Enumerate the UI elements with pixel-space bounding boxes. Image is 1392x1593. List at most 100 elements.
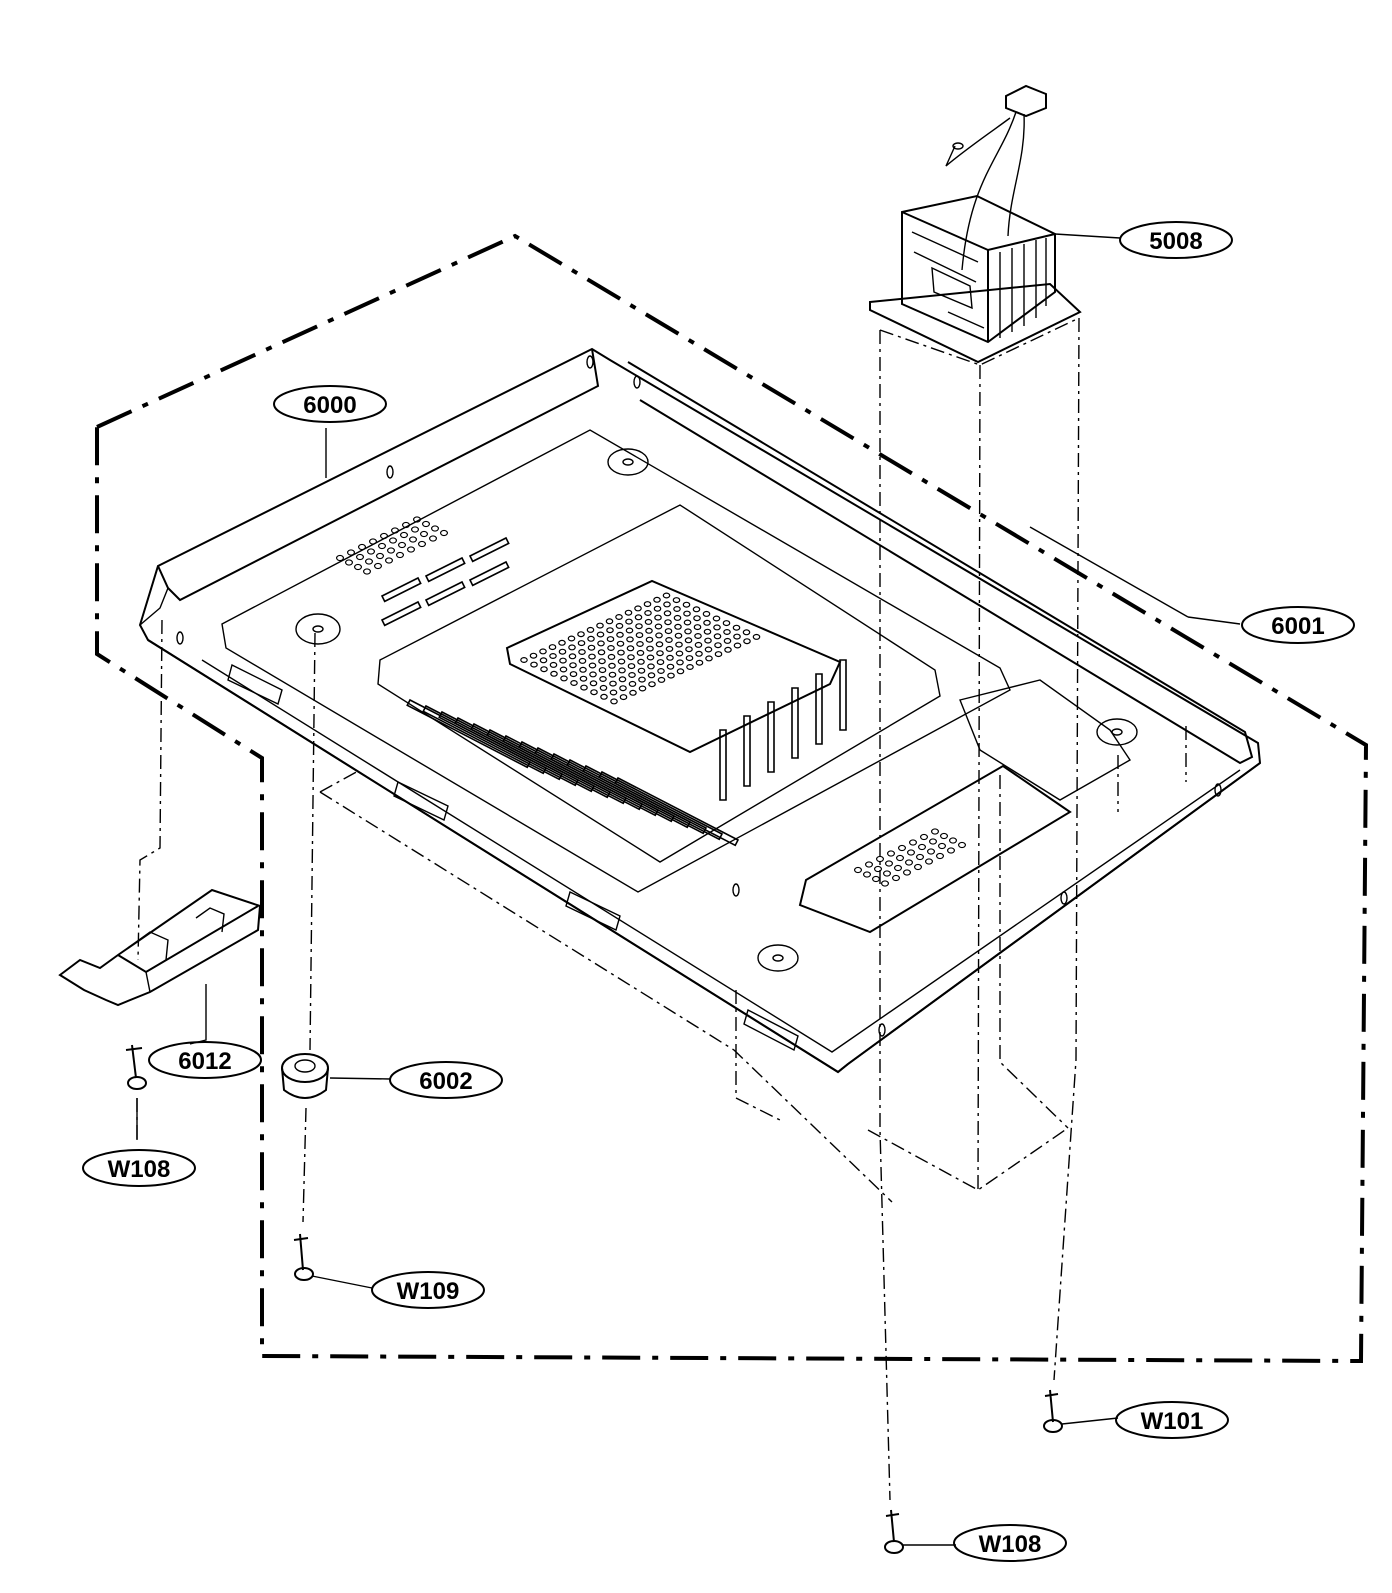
vent-hole [336, 554, 345, 562]
vent-hole [648, 681, 656, 688]
louver-slot [791, 687, 799, 759]
vent-hole [886, 850, 895, 857]
vent-hole [616, 640, 625, 647]
vent-hole [570, 679, 578, 686]
vent-hole [880, 880, 889, 887]
vent-hole [663, 610, 672, 617]
vent-hole [567, 635, 576, 642]
vent-hole [654, 614, 662, 621]
vent-hole [617, 649, 625, 656]
vent-hole [599, 684, 608, 691]
vent-hole [369, 538, 378, 545]
vent-hole [692, 606, 701, 613]
vent-hole [628, 680, 637, 687]
vent-hole [400, 531, 409, 539]
vent-hole [549, 652, 557, 659]
vent-hole [610, 698, 618, 705]
vent-hole [902, 869, 911, 876]
vent-hole [666, 654, 674, 661]
vent-hole [367, 548, 376, 555]
vent-hole [643, 601, 652, 608]
vent-hole [627, 654, 635, 661]
vent-hole [853, 866, 862, 874]
vent-hole [693, 615, 701, 622]
vent-hole [549, 661, 558, 668]
vent-hole [529, 652, 538, 659]
vent-hole [646, 645, 654, 652]
screw-w108-left [125, 1044, 147, 1090]
vent-hole [656, 650, 664, 657]
vent-hole [380, 532, 389, 540]
vent-hole [619, 685, 627, 692]
vent-hole [674, 623, 682, 630]
vent-hole [895, 854, 904, 862]
vent-hole [702, 610, 711, 617]
vent-hole [908, 839, 917, 846]
vent-hole [685, 655, 694, 662]
vent-hole [597, 649, 606, 656]
vent-hole [637, 667, 646, 674]
vent-hole [618, 667, 626, 674]
vent-hole [664, 619, 672, 626]
louver-slot [719, 729, 727, 801]
vent-hole [647, 663, 655, 670]
transformer [869, 84, 1082, 364]
vent-hole [644, 609, 652, 616]
vent-hole [588, 662, 597, 669]
louver-slot [767, 701, 775, 773]
vent-hole [673, 614, 682, 621]
vent-hole [398, 541, 407, 549]
vent-hole [733, 633, 741, 640]
svg-text:6002: 6002 [419, 1068, 472, 1095]
vent-hole [559, 666, 568, 673]
vent-hole [615, 622, 624, 629]
vent-hole [389, 537, 398, 544]
svg-text:6012: 6012 [178, 1048, 231, 1075]
vent-hole [356, 553, 365, 561]
vent-hole [577, 631, 585, 638]
vent-hole [862, 871, 871, 878]
vent-hole [607, 653, 616, 660]
vent-hole [653, 605, 662, 612]
vent-hole [724, 646, 732, 653]
vent-hole [917, 843, 926, 851]
callout-w109: W109 [371, 1271, 485, 1309]
vent-hole [704, 637, 712, 644]
assembly-lines [136, 317, 1187, 1501]
callout-w101: W101 [1115, 1401, 1229, 1439]
vent-hole [647, 672, 656, 679]
callout-6012: 6012 [148, 1041, 262, 1079]
vent-hole [568, 653, 577, 660]
vent-hole [378, 542, 387, 550]
vent-hole [579, 675, 588, 682]
vent-hole [713, 624, 721, 631]
vent-hole [587, 644, 596, 651]
vent-hole [586, 626, 595, 633]
vent-hole [558, 639, 566, 646]
vent-hole [625, 627, 634, 634]
vent-hole [385, 557, 394, 564]
vent-hole [871, 875, 880, 883]
vent-hole [619, 694, 628, 701]
vent-hole [928, 838, 937, 845]
vent-hole [893, 864, 902, 872]
vent-hole [713, 633, 722, 640]
vent-hole [675, 641, 683, 648]
vent-hole [686, 663, 694, 670]
vent-hole [374, 562, 383, 570]
vent-hole [864, 861, 873, 868]
svg-text:6000: 6000 [303, 392, 356, 419]
vent-hole [598, 658, 606, 665]
louver-slot [424, 556, 466, 583]
vent-hole [530, 661, 538, 668]
vent-hole [634, 605, 642, 612]
vent-hole [897, 844, 906, 852]
vent-hole [626, 645, 635, 652]
vent-hole [577, 640, 586, 647]
louver-slot [598, 770, 724, 841]
vent-hole [752, 633, 761, 640]
vent-hole [935, 852, 944, 860]
vent-hole [654, 623, 663, 630]
vent-hole [422, 520, 431, 528]
vent-hole [429, 535, 438, 542]
